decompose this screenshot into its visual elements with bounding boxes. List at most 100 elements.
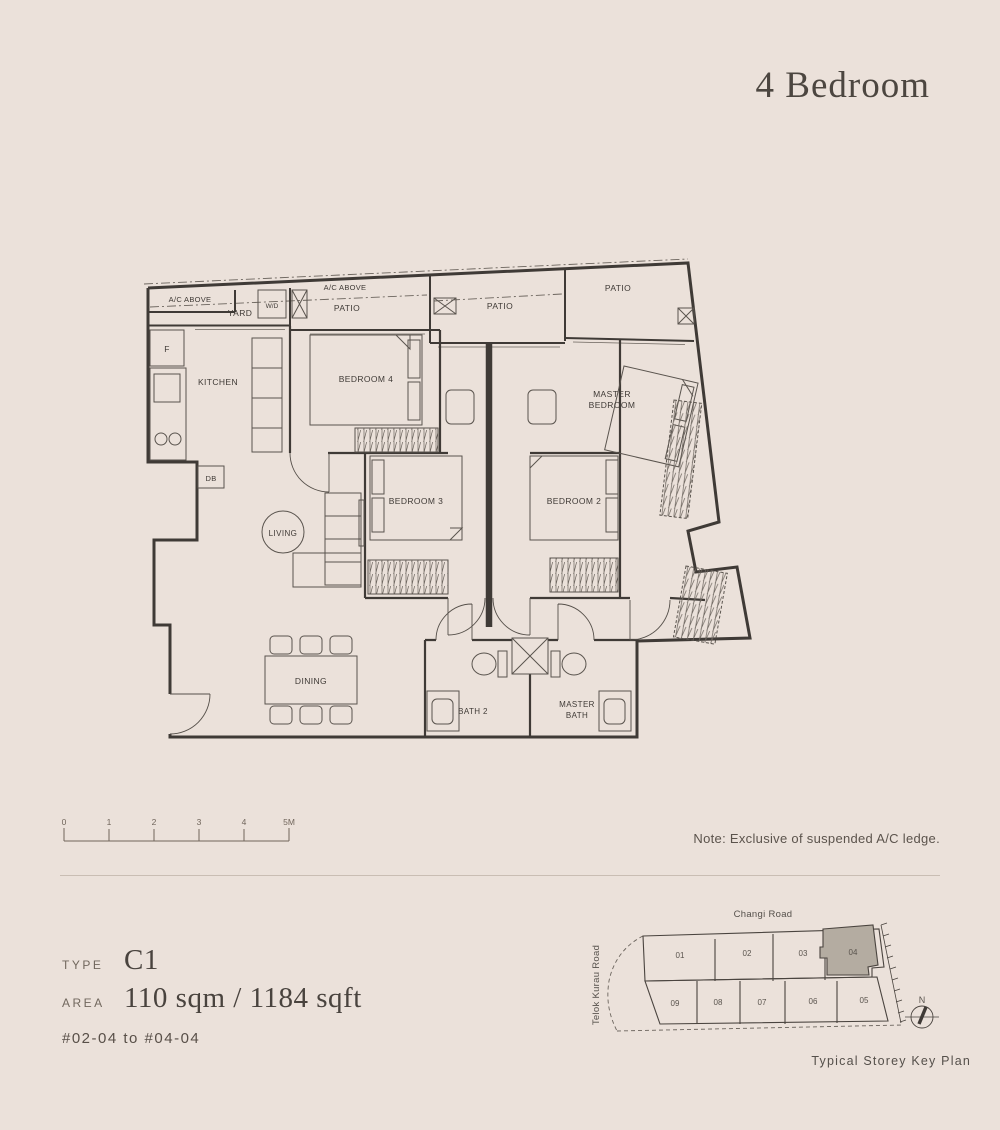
ac-ledge-lines — [143, 258, 689, 308]
unit-03: 03 — [799, 949, 808, 958]
scale-tick-2: 2 — [152, 817, 157, 827]
living-label-circle — [261, 510, 305, 554]
road-telok-kurau: Telok Kurau Road — [591, 945, 602, 1025]
unit-numbers: 01 02 03 04 09 08 07 06 05 — [671, 948, 869, 1008]
label-patio-2: PATIO — [487, 301, 513, 311]
north-arrow-icon: N — [905, 995, 939, 1029]
bedroom4-door — [289, 452, 330, 493]
area-label: AREA — [62, 996, 105, 1010]
kitchen-counter — [149, 367, 187, 461]
vanity — [426, 690, 460, 732]
kitchen-fixtures — [149, 329, 283, 489]
unit-09: 09 — [671, 999, 680, 1008]
toilet-tank — [550, 650, 561, 678]
label-master-bath-1: MASTER — [559, 700, 595, 709]
bedroom3-door — [447, 597, 486, 636]
sheet-fold — [395, 334, 411, 351]
living-furniture — [261, 492, 365, 588]
floor-plan: A/C ABOVE YARD W/D A/C ABOVE PATIO PATIO… — [143, 258, 752, 739]
type-row: TYPE C1 — [62, 944, 159, 977]
stove-burner — [154, 432, 168, 446]
exclusion-note: Note: Exclusive of suspended A/C ledge. — [693, 831, 940, 846]
label-wd: W/D — [266, 303, 279, 310]
unit-08: 08 — [714, 998, 723, 1007]
label-master-bath-2: BATH — [566, 711, 588, 720]
scale-tick-0: 0 — [62, 817, 67, 827]
divider-line — [60, 875, 940, 876]
label-living: LIVING — [269, 529, 298, 538]
bedroom4-furniture — [309, 334, 439, 453]
scale-tick-3: 3 — [197, 817, 202, 827]
label-db: DB — [205, 474, 216, 483]
unit-04: 04 — [849, 948, 858, 957]
dining-chair — [269, 635, 293, 655]
bed — [309, 334, 423, 426]
highlighted-unit-04 — [819, 924, 879, 976]
unit-05: 05 — [860, 996, 869, 1005]
stove-burner — [168, 432, 182, 446]
area-value: 110 sqm / 1184 sqft — [124, 982, 362, 1014]
scale-tick-4: 4 — [242, 817, 247, 827]
scale-tick-5: 5M — [283, 817, 295, 827]
ac-ledge-strip — [672, 565, 728, 645]
basin — [603, 698, 626, 725]
vanity — [598, 690, 632, 732]
service-strip-walls — [148, 269, 695, 344]
interior-walls — [288, 326, 706, 737]
dining-chair — [299, 635, 323, 655]
sliding-door-lines — [195, 329, 686, 348]
key-plan-caption: Typical Storey Key Plan — [811, 1054, 971, 1068]
site-boundary — [607, 935, 904, 1032]
label-kitchen: KITCHEN — [198, 377, 238, 387]
label-master-2: BEDROOM — [589, 400, 636, 410]
road-changi: Changi Road — [734, 909, 793, 920]
door-swings — [169, 452, 671, 735]
bedside-table — [445, 389, 475, 425]
master-bedroom-furniture — [604, 365, 728, 645]
pillow — [407, 339, 421, 379]
dining-chair — [329, 705, 353, 725]
bath-shaft-box — [511, 637, 549, 675]
sheet-fold — [682, 379, 694, 397]
fridge-box — [149, 329, 185, 367]
basin — [431, 698, 454, 725]
pillow — [371, 459, 385, 495]
label-ac-above-2: A/C ABOVE — [324, 283, 367, 292]
bedroom2-door — [492, 597, 531, 636]
sheet-fold — [529, 455, 543, 469]
room-labels: A/C ABOVE YARD W/D A/C ABOVE PATIO PATIO… — [164, 283, 635, 720]
units-range: #02-04 to #04-04 — [62, 1030, 201, 1047]
pillow — [605, 497, 619, 533]
master-bath-door — [557, 603, 595, 641]
key-plan: 01 02 03 04 09 08 07 06 05 Changi Road T… — [591, 909, 971, 1068]
bedroom2-furniture — [527, 389, 619, 593]
label-bath2: BATH 2 — [458, 707, 488, 716]
unit-02: 02 — [743, 949, 752, 958]
label-bedroom2: BEDROOM 2 — [547, 496, 602, 506]
label-patio-3: PATIO — [605, 283, 631, 293]
bedroom3-furniture — [367, 389, 475, 595]
pillow — [407, 381, 421, 421]
toilet-bowl — [561, 652, 587, 676]
dining-chair — [269, 705, 293, 725]
dining-chair — [329, 635, 353, 655]
bed — [369, 455, 463, 541]
north-label: N — [919, 995, 926, 1005]
unit-06: 06 — [809, 997, 818, 1006]
pillow — [605, 459, 619, 495]
bath2-door — [435, 603, 473, 641]
pillow — [371, 497, 385, 533]
toilet-tank — [497, 650, 508, 678]
sofa-chaise — [292, 552, 362, 588]
label-patio-1: PATIO — [334, 303, 360, 313]
road-edge-hatch — [880, 922, 907, 1024]
label-fridge: F — [164, 344, 170, 354]
label-yard: YARD — [228, 308, 253, 318]
dining-furniture — [264, 635, 358, 725]
kitchen-island — [251, 337, 283, 453]
toilet-bowl — [471, 652, 497, 676]
ac-shaft-boxes — [257, 289, 695, 325]
label-bedroom3: BEDROOM 3 — [389, 496, 444, 506]
label-bedroom4: BEDROOM 4 — [339, 374, 394, 384]
bath-fixtures — [426, 650, 632, 732]
